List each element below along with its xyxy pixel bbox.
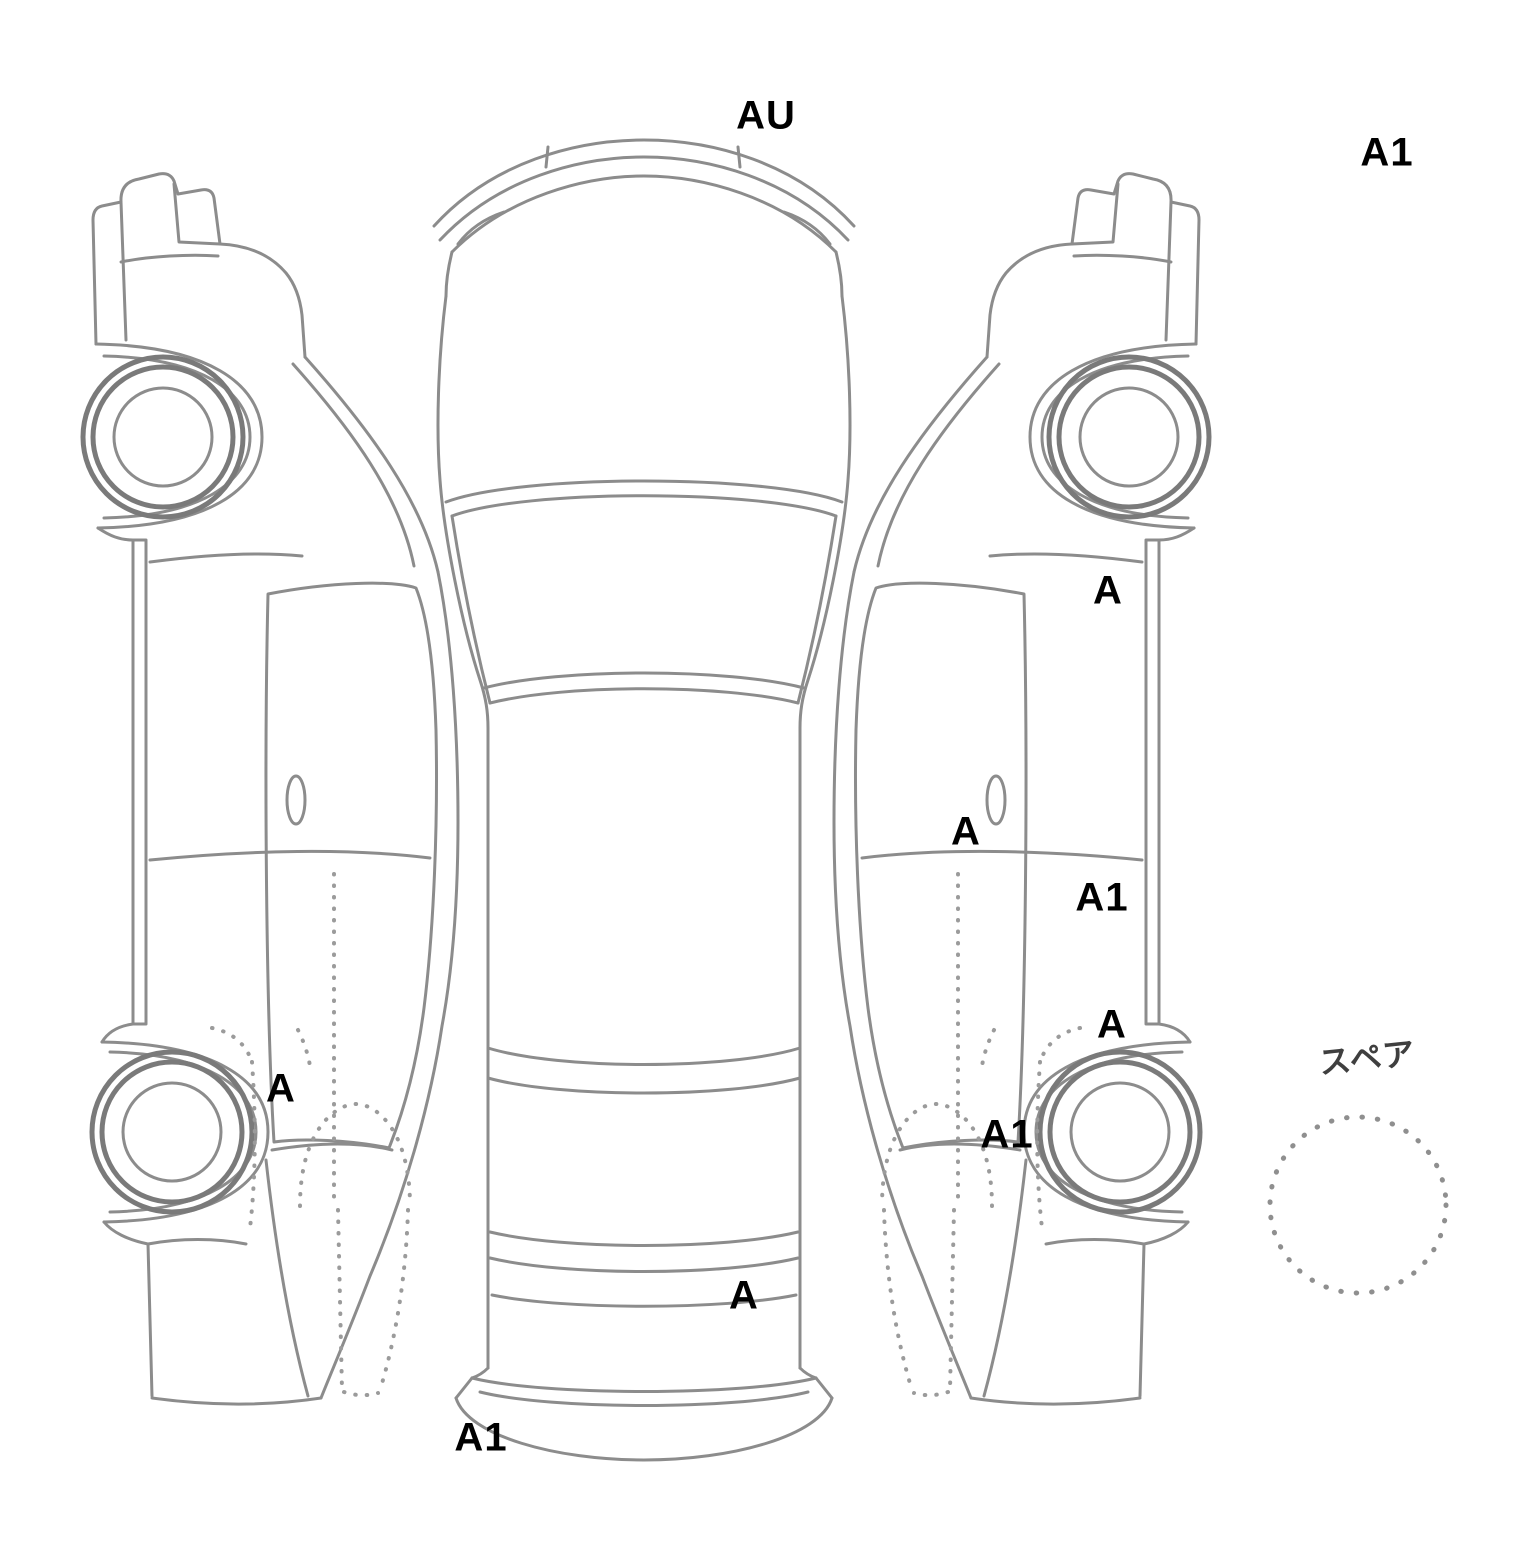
rear-bumper xyxy=(454,1366,834,1462)
damage-code-trunk: A xyxy=(729,1273,759,1318)
left-side-view xyxy=(83,174,458,1404)
right-side-view xyxy=(834,174,1209,1404)
damage-code-right-door-upper: A xyxy=(1093,568,1123,613)
top-view xyxy=(432,138,856,1462)
spare-tire xyxy=(1267,1114,1449,1296)
damage-code-right-rocker: A1 xyxy=(1075,875,1129,920)
damage-code-left-quarter: A xyxy=(266,1066,296,1111)
rear-window xyxy=(486,1046,802,1095)
trunk-lid xyxy=(488,1230,800,1308)
damage-code-right-rear-wheel: A1 xyxy=(980,1112,1034,1157)
windshield xyxy=(444,479,844,705)
damage-code-sheet-top-right: A1 xyxy=(1360,130,1414,175)
damage-code-right-door-lower: A xyxy=(951,809,981,854)
damage-code-rear-bumper: A1 xyxy=(454,1415,508,1460)
damage-code-right-quarter: A xyxy=(1097,1002,1127,1047)
damage-code-front-top: AU xyxy=(736,93,796,138)
